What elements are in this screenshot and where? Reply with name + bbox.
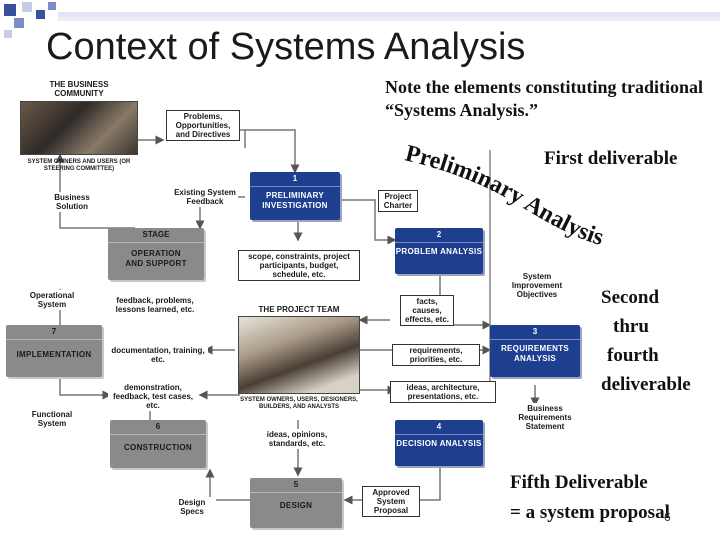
note-business-solution: Business Solution: [40, 192, 104, 212]
note-demonstration: demonstration, feedback, test cases, etc…: [108, 382, 198, 411]
business-community: THE BUSINESS COMMUNITY SYSTEM OWNERS AND…: [20, 80, 138, 173]
second-line-1: Second: [601, 287, 660, 308]
phase-3-label: REQUIREMENTS ANALYSIS: [500, 344, 570, 363]
phase-6-label: CONSTRUCTION: [123, 443, 193, 452]
stage-label: OPERATION AND SUPPORT: [125, 249, 187, 268]
note-existing-feedback: Existing System Feedback: [172, 187, 238, 207]
second-line-4: deliverable: [601, 374, 691, 395]
note-scope: scope, constraints, project participants…: [238, 250, 360, 281]
note-functional: Functional System: [20, 409, 84, 429]
phase-5-box: 5 DESIGN: [250, 478, 342, 528]
project-team-title: THE PROJECT TEAM: [258, 305, 340, 314]
note-improvement: System Improvement Objectives: [504, 271, 570, 300]
note-facts: facts, causes, effects, etc.: [400, 295, 454, 326]
business-community-photo: [20, 101, 138, 155]
business-community-title: THE BUSINESS COMMUNITY: [20, 80, 138, 98]
fifth-line-1: Fifth Deliverable: [510, 472, 648, 493]
title-rule: [58, 12, 720, 21]
phase-2-box: 2 PROBLEM ANALYSIS: [395, 228, 483, 274]
page-number: 6: [664, 510, 671, 524]
business-community-caption: SYSTEM OWNERS AND USERS (OR STEERING COM…: [27, 159, 131, 172]
second-line-3: fourth: [607, 345, 659, 366]
phase-3-box: 3 REQUIREMENTS ANALYSIS: [490, 325, 580, 377]
phase-7-number: 7: [6, 325, 102, 340]
fifth-line-2: = a system proposal: [510, 502, 670, 523]
project-team-caption: SYSTEM OWNERS, USERS, DESIGNERS, BUILDER…: [240, 397, 358, 410]
phase-4-box: 4 DECISION ANALYSIS: [395, 420, 483, 466]
svg-text:Preliminary Analysis: Preliminary Analysis: [403, 141, 607, 251]
phase-7-box: 7 IMPLEMENTATION: [6, 325, 102, 377]
phase-1-label: PRELIMINARY INVESTIGATION: [262, 191, 328, 210]
note-ideas-opinions: ideas, opinions, standards, etc.: [255, 429, 339, 449]
first-deliverable: First deliverable: [544, 148, 678, 169]
phase-3-number: 3: [490, 325, 580, 340]
phase-1-box: 1 PRELIMINARY INVESTIGATION: [250, 172, 340, 220]
phase-4-label: DECISION ANALYSIS: [396, 439, 482, 448]
note-design-specs: Design Specs: [168, 497, 216, 517]
preliminary-analysis-text: Preliminary Analysis: [403, 141, 607, 251]
phase-2-number: 2: [395, 228, 483, 243]
note-text: Note the elements constituting tradition…: [385, 76, 715, 122]
fifth-deliverable: Fifth Deliverable = a system proposal: [510, 468, 670, 528]
phase-5-number: 5: [250, 478, 342, 493]
note-operational: Operational System: [16, 290, 88, 310]
note-feedback: feedback, problems, lessons learned, etc…: [100, 295, 210, 315]
note-requirements: requirements, priorities, etc.: [392, 344, 480, 366]
stage-number: STAGE: [108, 228, 204, 243]
note-ideas-architecture: ideas, architecture, presentations, etc.: [390, 381, 496, 403]
note-documentation: documentation, training, etc.: [108, 345, 208, 365]
stage-box: STAGE OPERATION AND SUPPORT: [108, 228, 204, 280]
note-problems: Problems, Opportunities, and Directives: [166, 110, 240, 141]
phase-4-number: 4: [395, 420, 483, 435]
project-team: THE PROJECT TEAM SYSTEM OWNERS, USERS, D…: [238, 305, 360, 411]
second-thru-fourth: Second thru fourth deliverable: [601, 283, 691, 399]
note-line: Note the elements constituting tradition…: [385, 77, 703, 120]
slide-title: Context of Systems Analysis: [46, 26, 526, 68]
business-community-line1: THE BUSINESS: [49, 80, 109, 89]
note-project-charter: Project Charter: [378, 190, 418, 212]
phase-1-number: 1: [250, 172, 340, 187]
note-approved: Approved System Proposal: [362, 486, 420, 517]
phase-6-box: 6 CONSTRUCTION: [110, 420, 206, 468]
phase-2-label: PROBLEM ANALYSIS: [395, 247, 483, 256]
phase-7-label: IMPLEMENTATION: [16, 350, 92, 359]
phase-6-number: 6: [110, 420, 206, 435]
project-team-photo: [238, 316, 360, 394]
second-line-2: thru: [613, 316, 649, 337]
note-business-requirements: Business Requirements Statement: [505, 403, 585, 432]
phase-5-label: DESIGN: [279, 501, 313, 510]
business-community-line2: COMMUNITY: [54, 89, 104, 98]
